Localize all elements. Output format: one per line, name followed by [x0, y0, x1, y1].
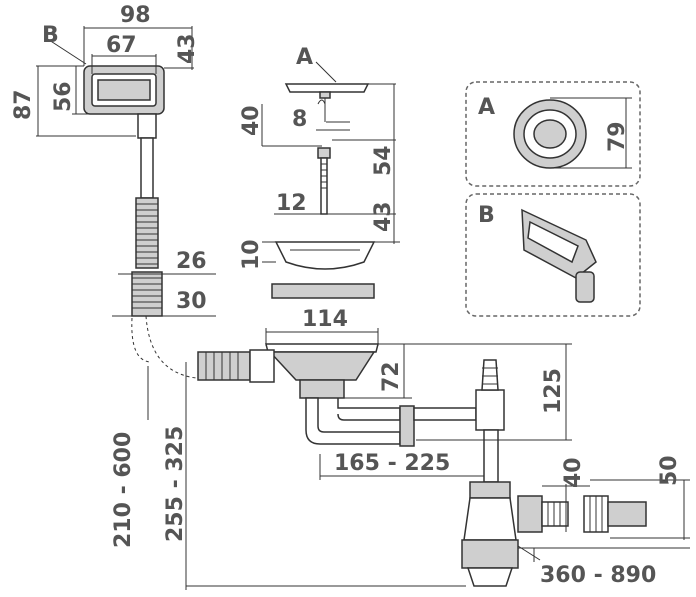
- dim-56: 56: [51, 81, 76, 112]
- inset-label-a: A: [478, 95, 495, 120]
- b-dimensions: [36, 26, 194, 137]
- a-dimensions: [261, 61, 400, 263]
- dim-360-890: 360 - 890: [540, 563, 656, 588]
- dim-72: 72: [379, 361, 404, 392]
- dim-98: 98: [120, 3, 151, 28]
- dim-54: 54: [371, 145, 396, 176]
- dim-67: 67: [106, 33, 137, 58]
- dim-255-325: 255 - 325: [163, 426, 188, 542]
- dim-12: 12: [276, 191, 307, 216]
- dim-87: 87: [11, 89, 36, 120]
- dim-26: 26: [176, 249, 207, 274]
- dim-40-bottom: 40: [561, 457, 586, 488]
- dim-50: 50: [657, 455, 682, 486]
- inset-box-a: [465, 81, 641, 187]
- dim-8: 8: [292, 107, 307, 132]
- drain-plug-a: [271, 83, 376, 299]
- assembly-dimensions: [147, 328, 690, 590]
- dim-165-225: 165 - 225: [334, 451, 450, 476]
- siphon-assembly: [197, 343, 647, 587]
- dim-30: 30: [176, 289, 207, 314]
- label-a-top: A: [296, 45, 313, 70]
- dim-40-a: 40: [239, 105, 264, 136]
- overflow-route: [145, 315, 197, 379]
- inset-label-b: B: [478, 203, 495, 228]
- dim-125: 125: [541, 368, 566, 414]
- dim-43-mid: 43: [371, 201, 396, 232]
- overflow-unit-b: [83, 65, 165, 317]
- dim-10: 10: [239, 239, 264, 270]
- label-b-top: B: [42, 23, 59, 48]
- dim-210-600: 210 - 600: [111, 432, 136, 548]
- dim-114: 114: [302, 307, 348, 332]
- dim-79: 79: [605, 121, 630, 152]
- dim-43-top: 43: [175, 33, 200, 64]
- inset-box-b: [465, 193, 641, 317]
- hose-dimensions: [112, 273, 216, 317]
